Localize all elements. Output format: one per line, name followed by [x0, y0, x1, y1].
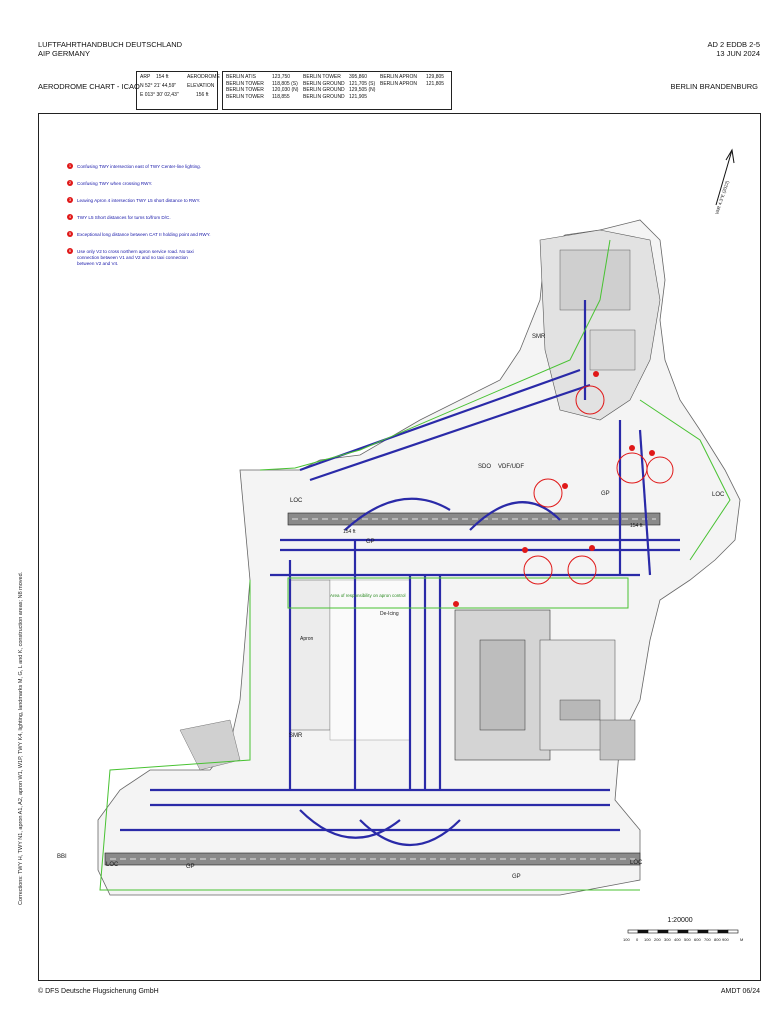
scale: 1:20000 — [620, 917, 740, 924]
header-left: LUFTFAHRTHANDBUCH DEUTSCHLAND AIP GERMAN… — [38, 40, 182, 58]
edition: AIP GERMANY — [38, 49, 90, 58]
issue-date: 13 JUN 2024 — [716, 49, 760, 58]
gp-se-label: GP — [512, 874, 521, 880]
loc-ne-label: LOC — [712, 492, 725, 498]
svg-text:100: 100 — [623, 937, 630, 942]
apron-label: Apron — [300, 636, 314, 642]
aerodrome-label: AERODROME — [187, 74, 220, 80]
south-west-lot — [179, 719, 241, 771]
gp-ne-label: GP — [601, 491, 610, 497]
scale-bar — [627, 929, 739, 934]
publisher: LUFTFAHRTHANDBUCH DEUTSCHLAND — [38, 40, 183, 49]
bbi-label: BBI — [57, 854, 67, 860]
svg-text:M: M — [740, 937, 743, 942]
west-apron — [289, 579, 331, 731]
elevation-ne-label: 154 ft — [630, 523, 643, 529]
gp-south-label: GP — [186, 864, 195, 870]
elevation-value: 156 ft — [196, 92, 209, 98]
elevation-north-label: 154 ft — [343, 529, 356, 535]
svg-text:100: 100 — [644, 937, 651, 942]
terminal-building — [479, 639, 526, 731]
north-arrow — [715, 148, 735, 206]
north-terminal — [589, 329, 636, 371]
north-buildings — [559, 249, 631, 311]
area-of-responsibility-label: Area of responsibility on apron control — [330, 593, 406, 598]
svg-text:400: 400 — [674, 937, 681, 942]
vdf-label: VDF/UDF — [498, 464, 524, 470]
loc-nw-label: LOC — [290, 498, 303, 504]
scale-ratio: 1:20000 — [667, 917, 693, 924]
sdo-label: SDO — [478, 464, 491, 470]
arp-label: ARP — [140, 74, 151, 80]
deicing-label: De-Icing — [380, 611, 399, 617]
hotspot-circles — [523, 385, 674, 585]
svg-text:600: 600 — [694, 937, 701, 942]
smr-south-label: SMR — [289, 733, 303, 739]
chart-title: AERODROME CHART - ICAO — [38, 82, 140, 91]
svg-text:300: 300 — [664, 937, 671, 942]
chart-frame — [38, 113, 761, 981]
loc-sw-label: LOC — [106, 862, 119, 868]
footer-divider — [38, 980, 760, 981]
arp-elevation: 154 ft — [156, 74, 169, 80]
elevation-label: ELEVATION — [187, 83, 215, 89]
copyright: © DFS Deutsche Flugsicherung GmbH — [38, 988, 159, 995]
svg-text:500: 500 — [684, 937, 691, 942]
city-name: BERLIN BRANDENBURG — [670, 82, 758, 91]
page-ref: AD 2 EDDB 2-5 — [707, 40, 760, 49]
svg-text:800: 800 — [714, 937, 721, 942]
loc-se-label: LOC — [630, 860, 643, 866]
arp-latitude: N 52° 21' 44,59" — [140, 83, 177, 89]
movement-area-outline — [99, 239, 731, 891]
svg-text:900: 900 — [722, 937, 729, 942]
taxiways — [120, 300, 680, 847]
gp-north-label: GP — [366, 539, 375, 545]
amendment: AMDT 06/24 — [720, 988, 760, 995]
hotspot-markers — [453, 371, 655, 607]
svg-text:200: 200 — [654, 937, 661, 942]
header-right: AD 2 EDDB 2-5 13 JUN 2024 — [707, 40, 760, 58]
smr-north-label: SMR — [532, 334, 546, 340]
arp-box: ARP 154 ft N 52° 21' 44,59" E 013° 30' 0… — [136, 71, 220, 110]
svg-text:0: 0 — [636, 937, 639, 942]
scale-tick-labels: 100 0 100 200 300 400 500 600 700 800 90… — [623, 937, 743, 942]
svg-text:700: 700 — [704, 937, 711, 942]
arp-longitude: E 013° 30' 02,43" — [140, 92, 179, 98]
